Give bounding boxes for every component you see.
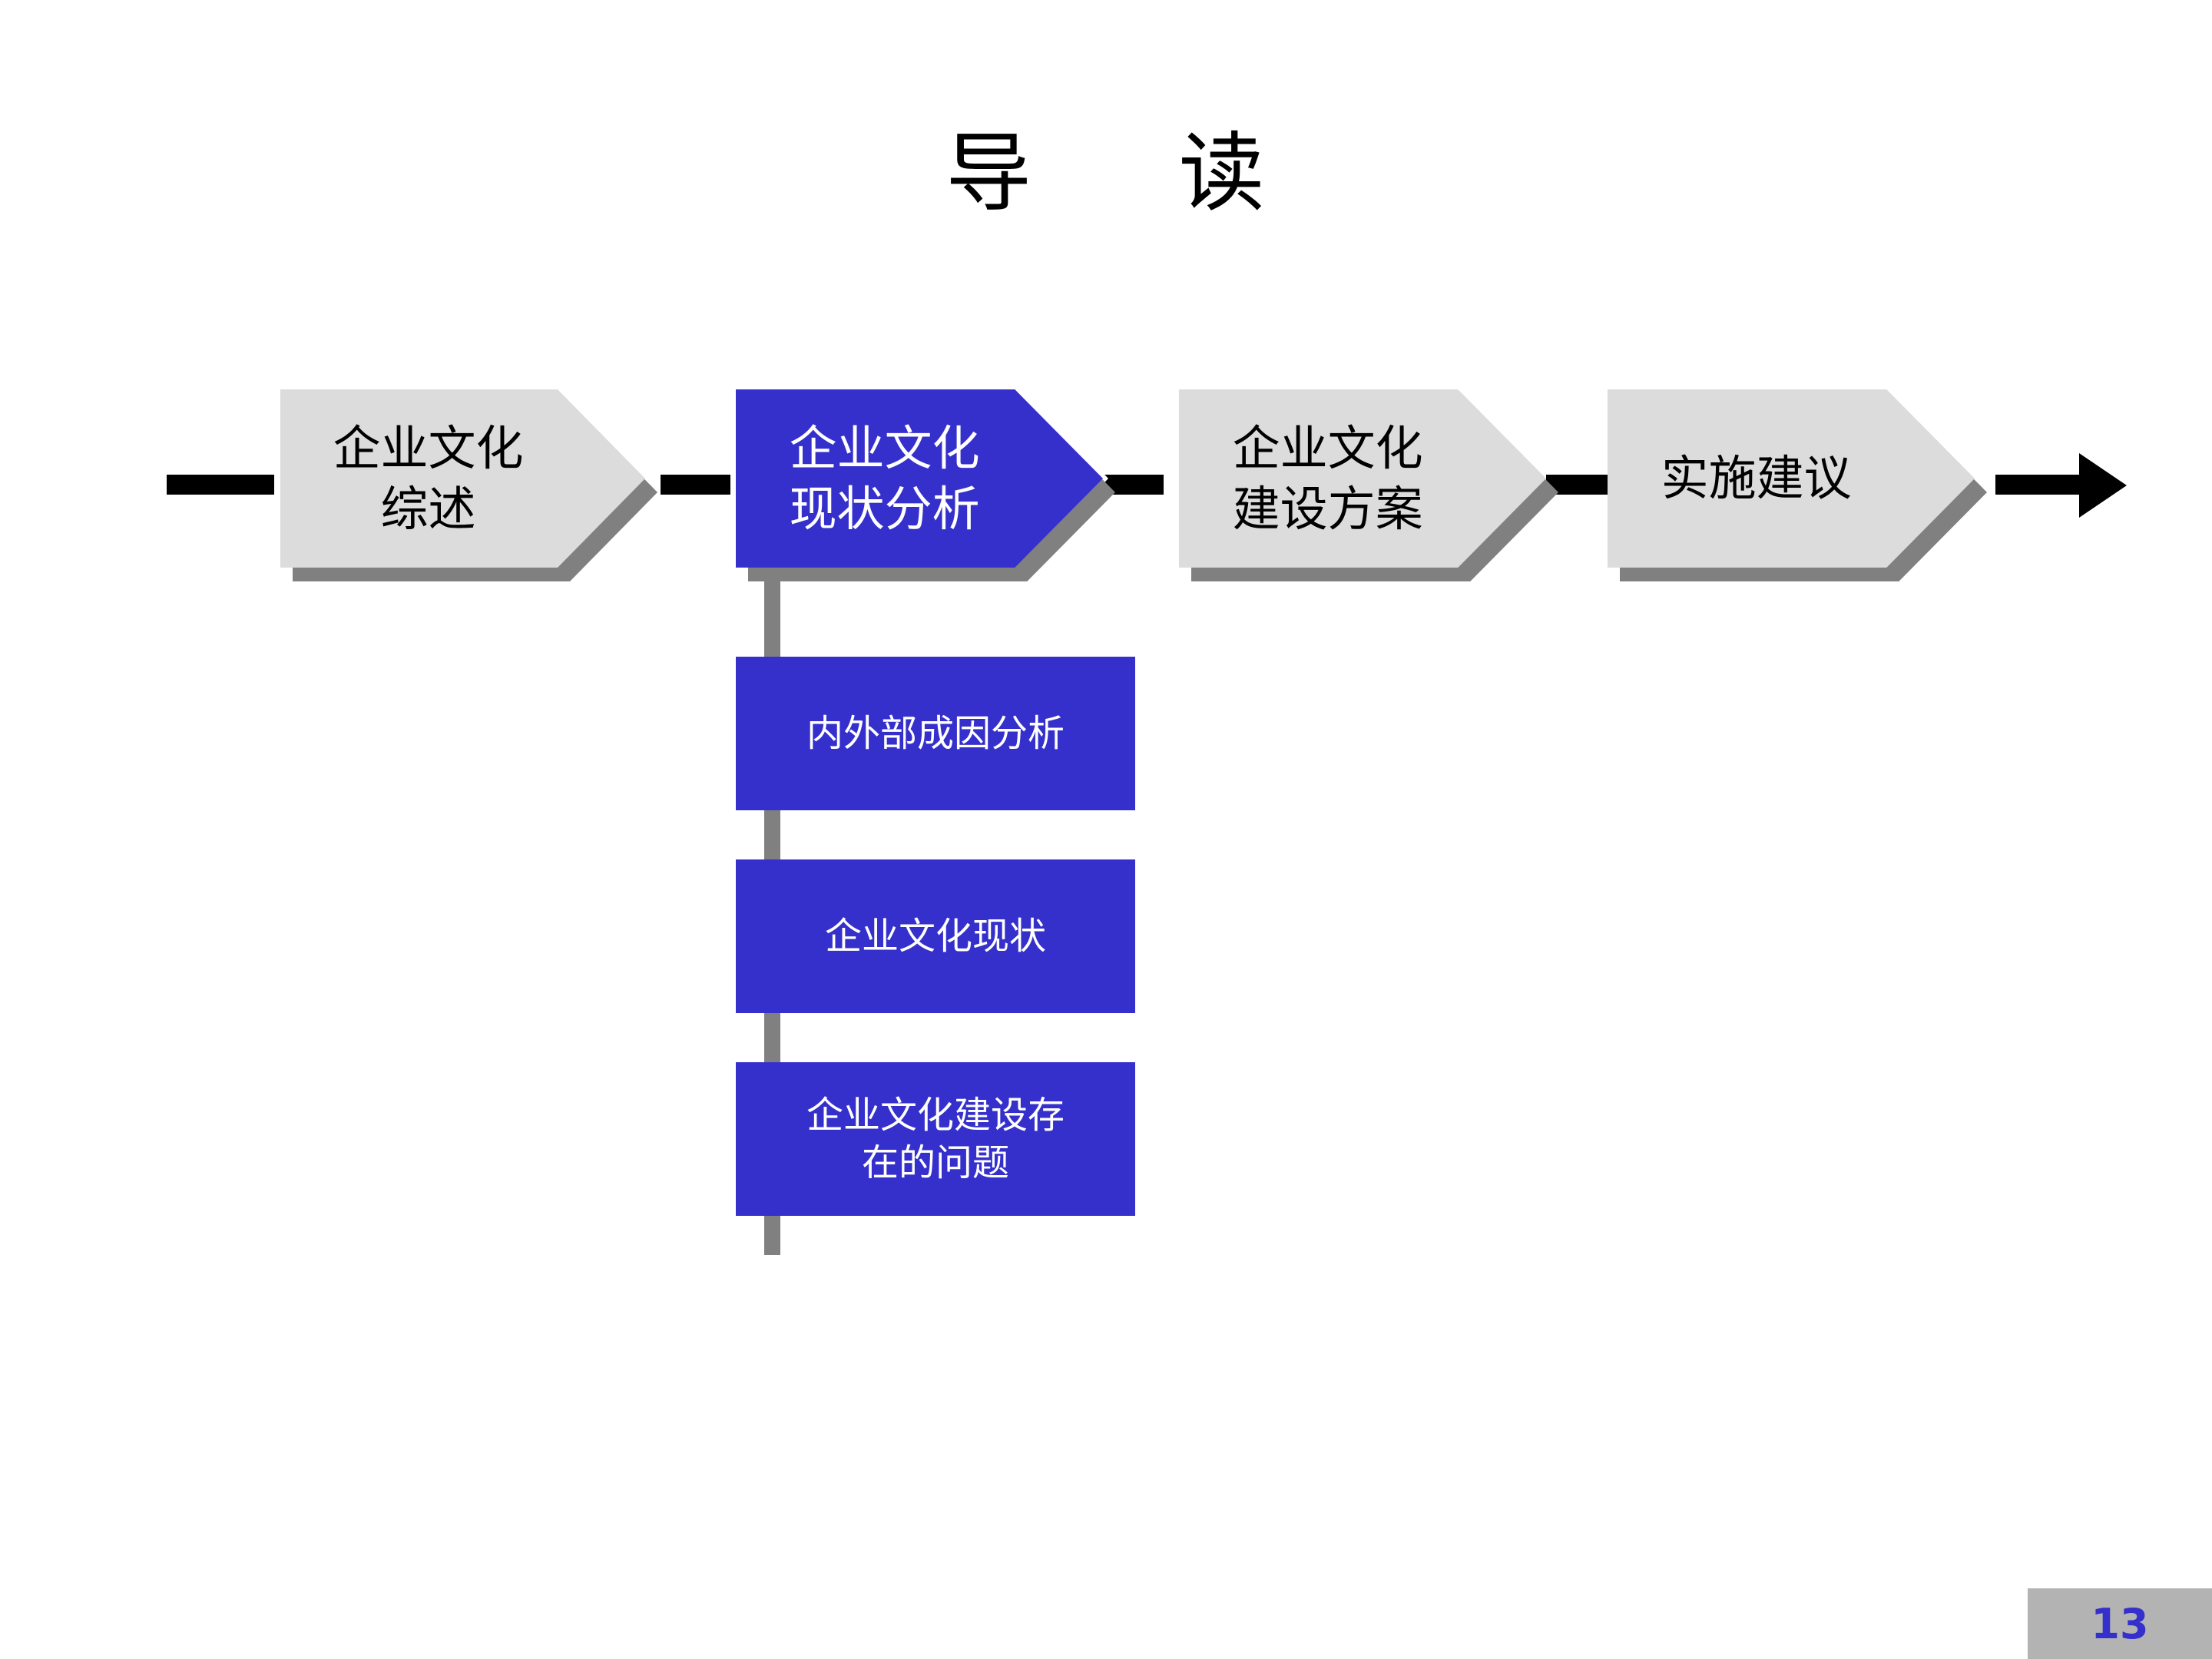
subitem-3-label: 企业文化建设存 在的问题 — [806, 1093, 1065, 1184]
flow-step-4-label: 实施建议 — [1661, 450, 1852, 507]
flow-step-4[interactable]: 实施建议 — [1608, 389, 1987, 581]
flow-step-2[interactable]: 企业文化 现状分析 — [730, 384, 1115, 581]
flow-step-4-body — [1608, 389, 1975, 568]
subitem-3[interactable]: 企业文化建设存 在的问题 — [736, 1062, 1135, 1216]
flow-step-2-body — [736, 389, 1103, 568]
flow-step-2-label: 企业文化 现状分析 — [789, 419, 980, 537]
flow-step-1-body — [280, 389, 645, 568]
subitem-1-label: 内外部成因分析 — [806, 711, 1065, 755]
flow-arrow-icon — [2079, 453, 2127, 518]
flow-step-3-label: 企业文化 建设方案 — [1232, 419, 1423, 537]
subitem-2[interactable]: 企业文化现状 — [736, 859, 1135, 1013]
spine-segment-start — [167, 475, 274, 495]
subitem-2-label: 企业文化现状 — [824, 914, 1046, 958]
flow-step-3[interactable]: 企业文化 建设方案 — [1179, 389, 1558, 581]
page-number: 13 — [2091, 1599, 2149, 1648]
flow-step-1-label: 企业文化 综述 — [333, 419, 524, 537]
flow-step-3-body — [1179, 389, 1546, 568]
spine-segment-end — [1995, 475, 2084, 495]
subitem-1[interactable]: 内外部成因分析 — [736, 657, 1135, 810]
page-title: 导 读 — [945, 124, 1267, 224]
flow-step-1[interactable]: 企业文化 综述 — [280, 389, 657, 581]
spine-segment-1-2 — [661, 475, 731, 495]
page-number-plate — [2028, 1588, 2212, 1659]
